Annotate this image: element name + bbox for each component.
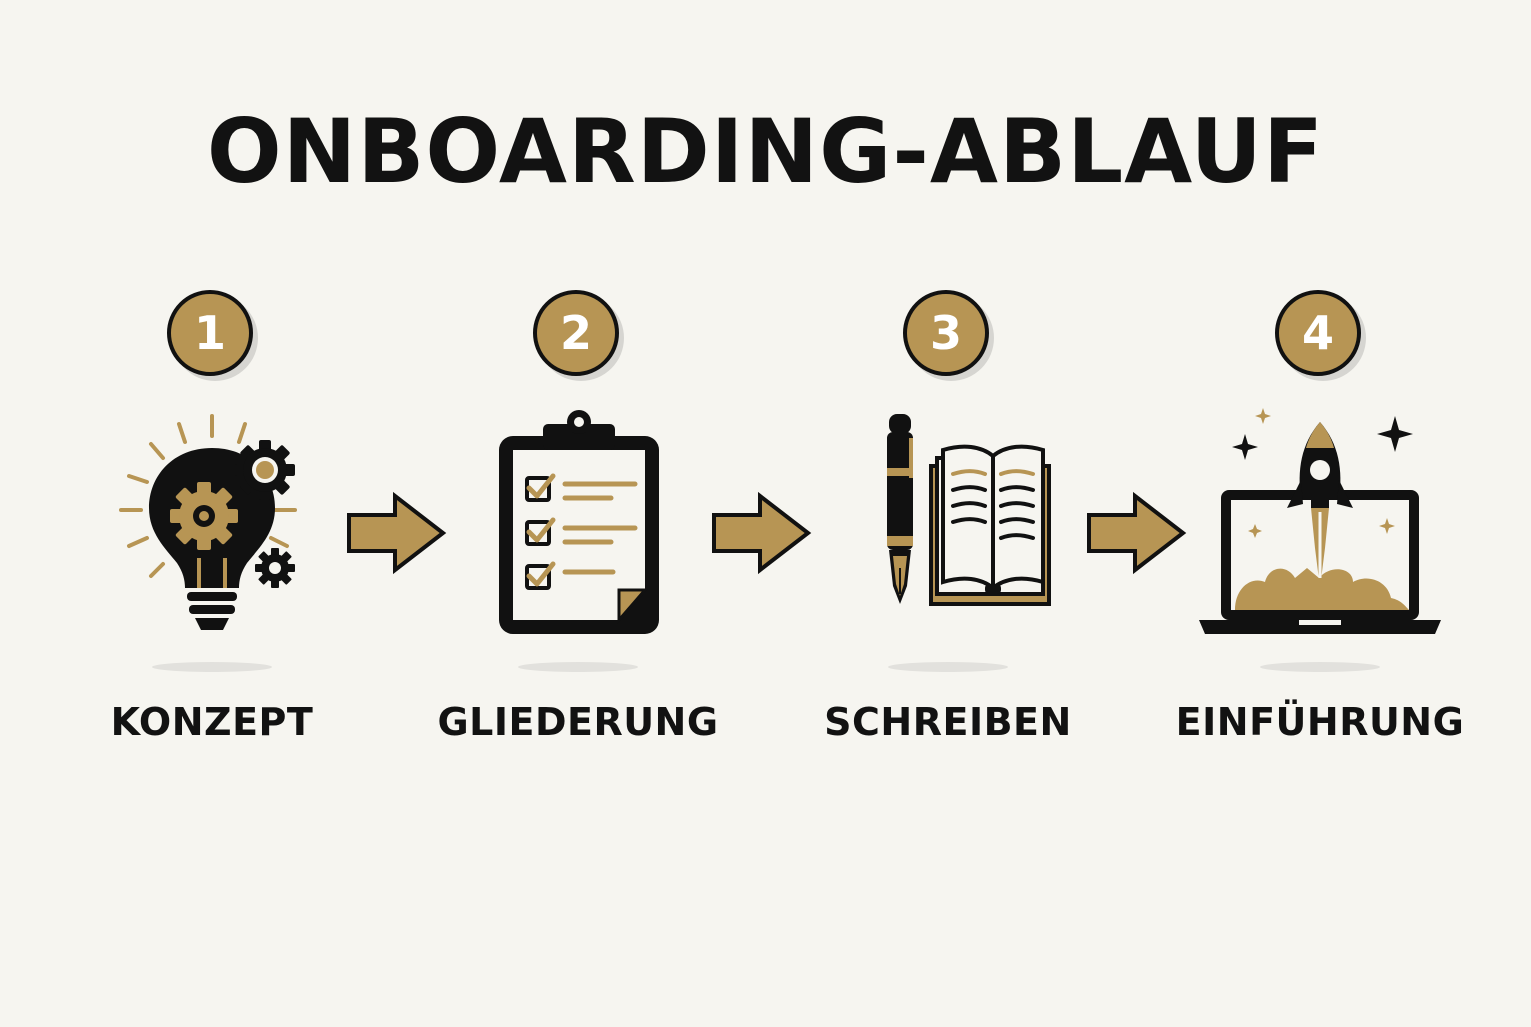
step-number-badge: 4 xyxy=(1275,290,1361,376)
lightbulb-gears-icon xyxy=(107,408,317,638)
step-number-badge: 3 xyxy=(903,290,989,376)
step-label: EINFÜHRUNG xyxy=(1175,700,1465,744)
step-label: SCHREIBEN xyxy=(824,700,1072,744)
icon-shadow xyxy=(1260,662,1380,672)
step-label: GLIEDERUNG xyxy=(437,700,719,744)
arrow-right-icon xyxy=(708,488,818,578)
arrow-right-icon xyxy=(1083,488,1193,578)
diagram-title: ONBOARDING-ABLAUF xyxy=(206,100,1325,203)
icon-shadow xyxy=(888,662,1008,672)
step-label: KONZEPT xyxy=(110,700,314,744)
arrow-right-icon xyxy=(343,488,453,578)
rocket-laptop-icon xyxy=(1199,408,1441,638)
step-number-badge: 2 xyxy=(533,290,619,376)
icon-shadow xyxy=(152,662,272,672)
clipboard-checklist-icon xyxy=(473,408,683,638)
book-pen-icon xyxy=(843,408,1053,638)
icon-shadow xyxy=(518,662,638,672)
step-number-badge: 1 xyxy=(167,290,253,376)
